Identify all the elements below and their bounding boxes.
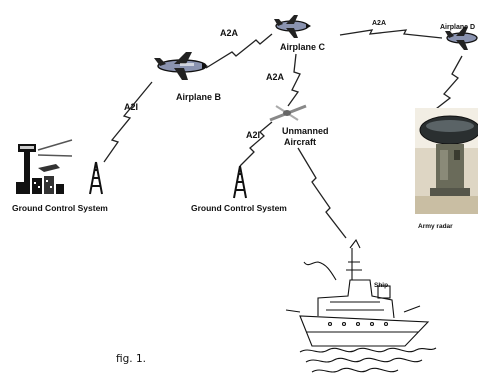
label-a2i-left: A2I (124, 102, 138, 112)
airplane-d-label: Airplane D (440, 24, 475, 31)
label-a2a-bc: A2A (220, 28, 239, 38)
unmanned-label-line1: Unmanned (282, 126, 329, 136)
figure-caption: fig. 1. (116, 353, 146, 365)
label-a2a-cd: A2A (372, 20, 386, 27)
ground-left-antenna-icon (89, 161, 103, 195)
airplane-b-label: Airplane B (176, 92, 222, 102)
link-a2i-left (103, 81, 153, 163)
airplane-b-icon (154, 52, 208, 80)
airplane-c-icon (274, 15, 311, 38)
link-a2a-cu (287, 53, 301, 107)
link-a2a-bc (205, 33, 273, 69)
link-a2i-mid (239, 121, 273, 167)
link-a2a-cd (339, 29, 443, 39)
label-a2i-mid: A2I (246, 130, 260, 140)
unmanned-label-line2: Aircraft (284, 137, 316, 147)
unmanned-aircraft-icon (269, 104, 307, 122)
link-d-radar (431, 55, 463, 113)
link-labels: A2I A2A A2A A2A A2I (124, 20, 386, 140)
army-radar-label: Army radar (418, 223, 453, 230)
label-a2a-cu: A2A (266, 72, 285, 82)
links (103, 29, 463, 239)
ground-control-left-icon (16, 139, 73, 194)
ship-label: Ship (374, 282, 388, 289)
ground-mid-label: Ground Control System (191, 203, 287, 213)
airplane-d-icon (445, 27, 478, 50)
army-radar-image (415, 108, 478, 214)
ship-icon (285, 238, 437, 373)
ground-left-label: Ground Control System (12, 203, 108, 213)
airplane-c-label: Airplane C (280, 42, 326, 52)
link-unmanned-ship (297, 147, 347, 239)
ground-mid-antenna-icon (233, 165, 247, 199)
